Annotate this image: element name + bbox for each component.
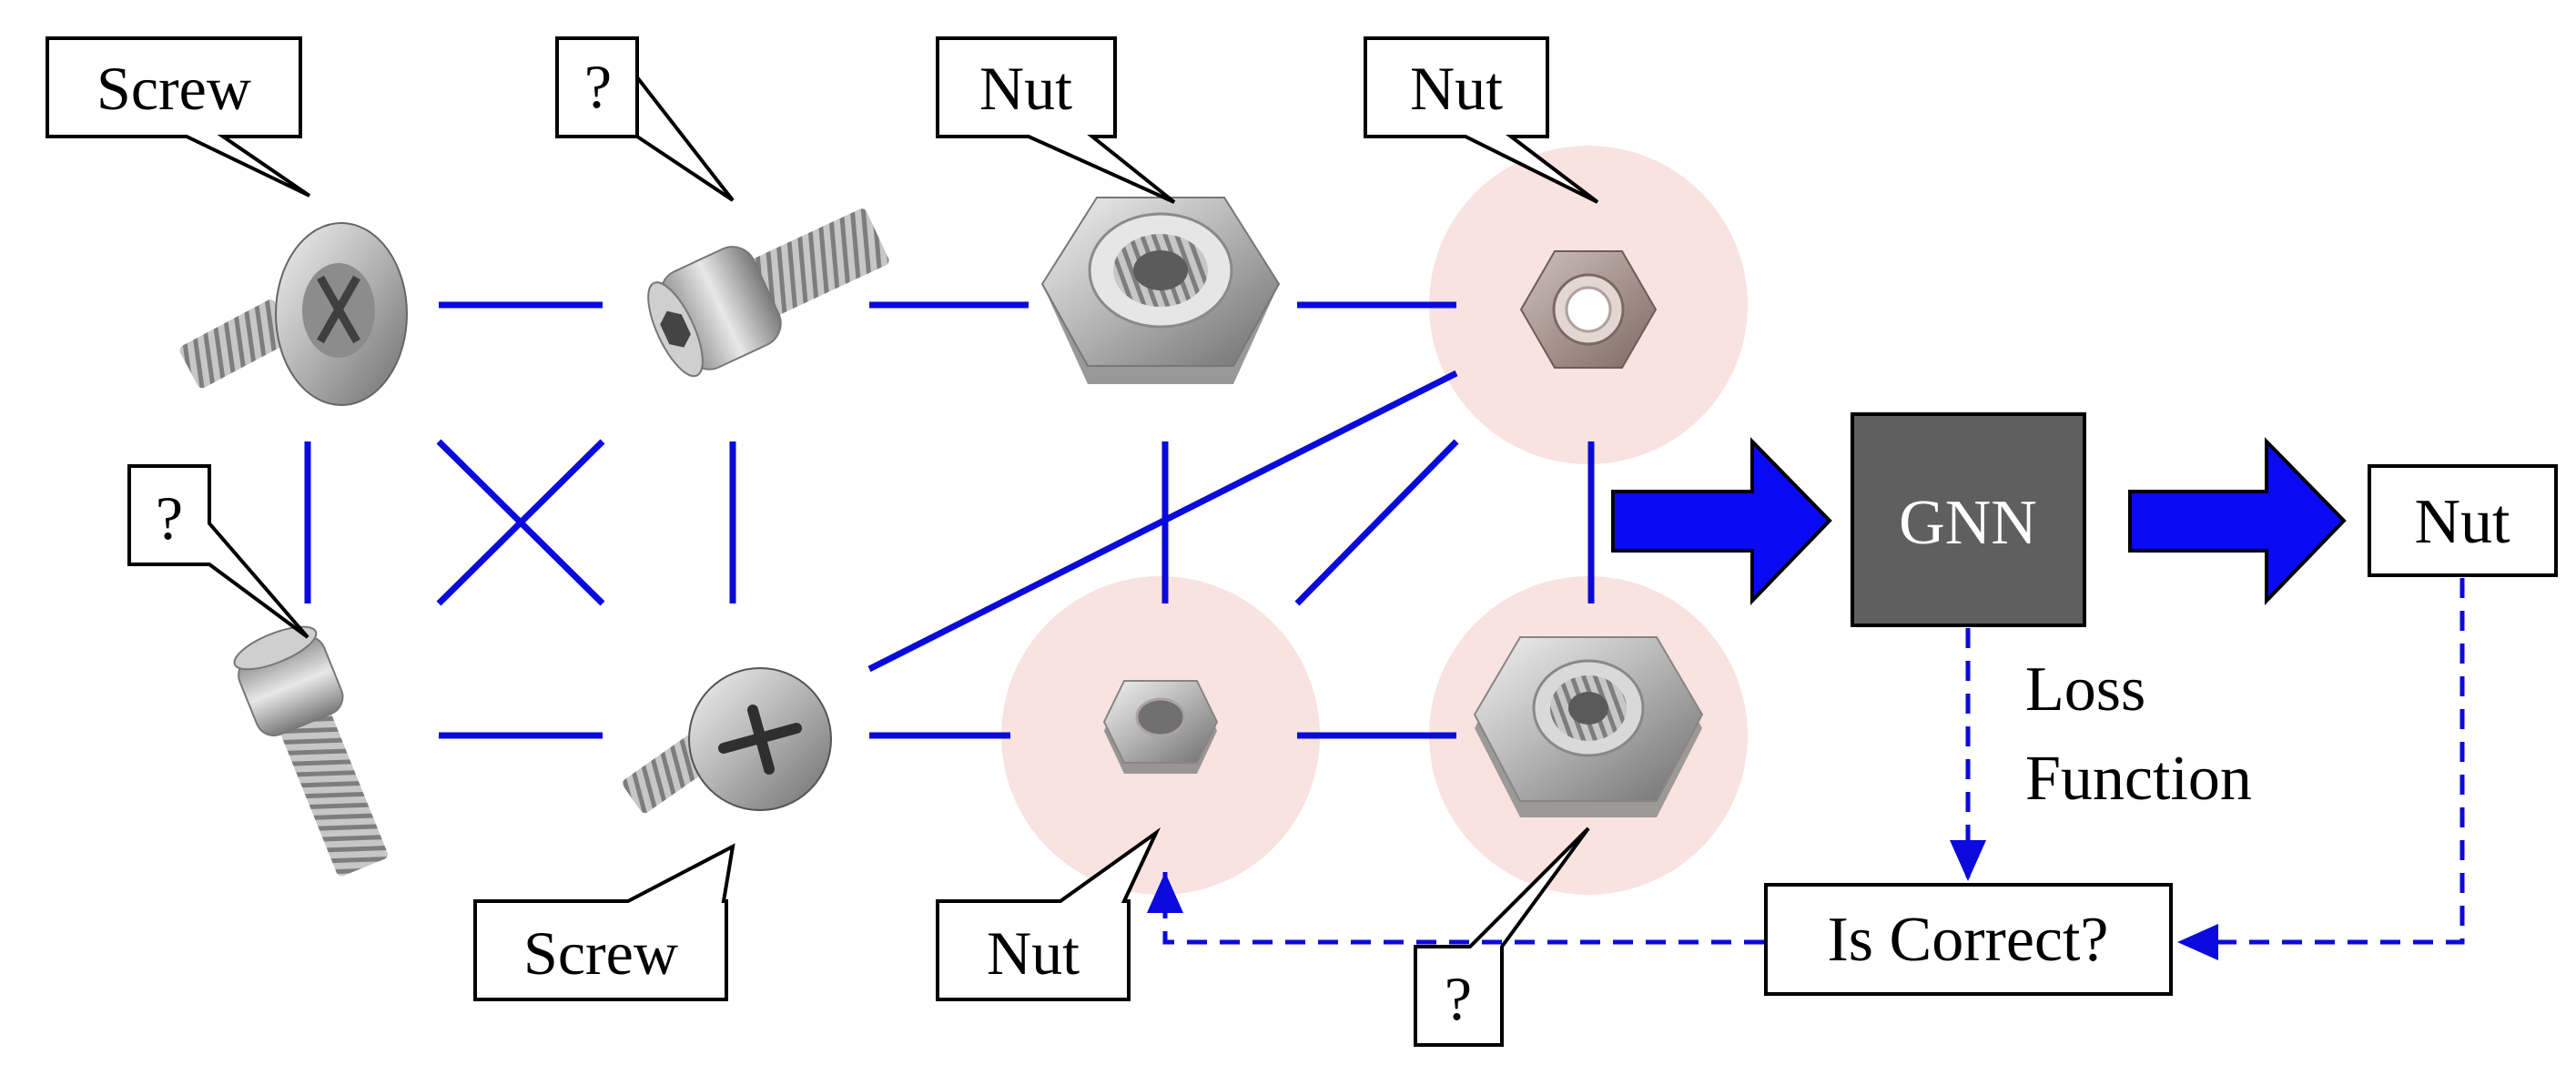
pan-head-screw-icon	[623, 667, 832, 814]
node-label-n7: Nut	[987, 918, 1080, 988]
socket-cap-screw-icon	[233, 625, 388, 877]
check-to-node-arrow	[1147, 872, 1764, 945]
callout-n1: Screw	[46, 36, 311, 198]
flat-head-screw-icon	[179, 222, 408, 406]
callout-n4: Nut	[1364, 36, 1599, 204]
hex-nut-icon	[1519, 250, 1658, 369]
gnn-label: GNN	[1899, 488, 2037, 558]
socket-cap-screw-icon	[647, 208, 889, 378]
hex-nut-icon	[1040, 197, 1281, 384]
input-arrow	[1611, 437, 1832, 605]
prediction-label: Nut	[2415, 487, 2511, 557]
node-label-n8: ?	[1445, 964, 1472, 1033]
graph-edges	[304, 301, 1595, 739]
callout-n5: ?	[127, 464, 309, 639]
loss-label-line1: Loss	[2025, 654, 2145, 725]
feedback-arrows	[1147, 578, 2465, 960]
node-label-n3: Nut	[979, 54, 1072, 123]
output-arrow	[2128, 437, 2347, 605]
callout-n8: ?	[1414, 827, 1590, 1047]
gnn-box: GNN	[1851, 412, 2086, 627]
prediction-to-check-arrow	[2177, 578, 2465, 960]
is-correct-label: Is Correct?	[1827, 905, 2108, 975]
callout-n2: ?	[555, 36, 735, 202]
node-label-n2: ?	[584, 52, 612, 121]
callout-n3: Nut	[936, 36, 1176, 204]
edge-n4-n6	[867, 370, 1458, 673]
node-label-n4: Nut	[1410, 54, 1503, 123]
node-label-n6: Screw	[523, 918, 678, 988]
hex-nut-icon	[1473, 636, 1704, 817]
loss-label-line2: Function	[2025, 744, 2252, 814]
edge-n2-n5	[436, 439, 605, 606]
is-correct-box: Is Correct?	[1764, 883, 2173, 996]
callout-n6: Screw	[473, 843, 735, 1001]
node-label-n1: Screw	[96, 54, 251, 123]
prediction-box: Nut	[2368, 464, 2558, 577]
edge-n4-n7	[1294, 439, 1459, 606]
node-label-n5: ?	[156, 483, 183, 553]
hex-nut-icon	[1102, 680, 1219, 774]
callout-n7: Nut	[936, 827, 1161, 1001]
